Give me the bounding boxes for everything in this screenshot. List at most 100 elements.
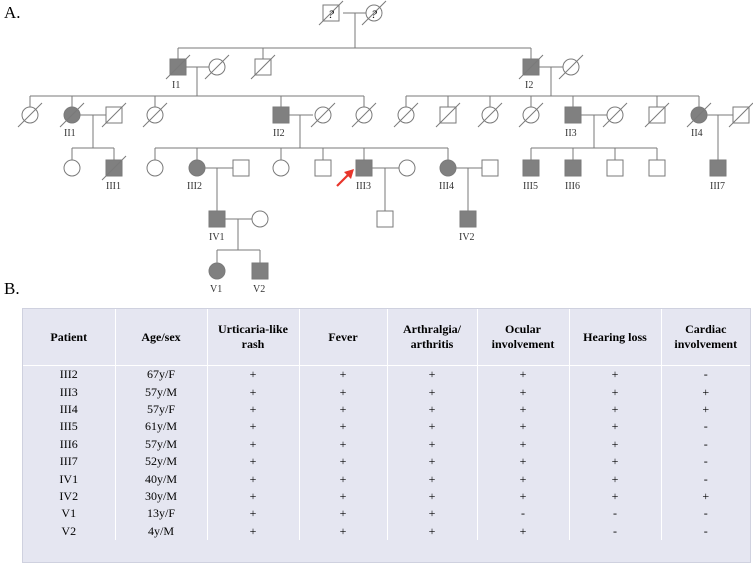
- table-cell: +: [207, 383, 300, 401]
- gen3-male-symbol: [606, 159, 624, 177]
- deceased-slash: [393, 102, 419, 128]
- III6-symbol: [564, 159, 582, 177]
- table-cell: III2: [23, 365, 116, 384]
- table-cell: +: [387, 383, 478, 401]
- spouse-III4-symbol: [481, 159, 499, 177]
- deceased-slash: [602, 102, 628, 128]
- gen4-male-symbol: [376, 210, 394, 228]
- table-cell: +: [299, 487, 388, 506]
- table-cell: +: [207, 470, 300, 488]
- table-cell: +: [702, 384, 710, 399]
- table-cell: 57y/M: [115, 383, 208, 401]
- clinical-table-panel: Patient Age/sex Urticaria-like rash Feve…: [22, 308, 751, 563]
- table-cell: 40y/M: [115, 470, 208, 488]
- label-III4: III4: [439, 181, 454, 192]
- table-cell: -: [703, 471, 708, 486]
- table-cell: +: [387, 505, 478, 523]
- panel-a-label: A.: [4, 3, 21, 22]
- table-cell: -: [569, 522, 662, 540]
- column-header: Hearing loss: [569, 309, 662, 366]
- gen3-female-symbol: [63, 159, 81, 177]
- III7-symbol: [709, 159, 727, 177]
- table-cell: -: [703, 454, 708, 469]
- label-III1: III1: [106, 181, 121, 192]
- label-I2: I2: [525, 80, 533, 91]
- table-cell: +: [477, 418, 570, 436]
- table-cell: IV2: [23, 487, 116, 506]
- deceased-slash: [17, 102, 43, 128]
- table-cell: +: [477, 435, 570, 453]
- table-cell: +: [299, 435, 388, 453]
- table-cell: -: [703, 523, 708, 538]
- table-cell: III5: [23, 418, 116, 436]
- table-cell: +: [477, 452, 570, 471]
- deceased-slash: [728, 102, 753, 128]
- gen3-female-symbol: [272, 159, 290, 177]
- table-cell: III6: [23, 435, 116, 453]
- deceased-slash: [142, 102, 168, 128]
- table-cell: +: [702, 488, 710, 503]
- label-IV2: IV2: [459, 232, 475, 243]
- deceased-slash: [686, 102, 712, 128]
- table-cell: 4y/M: [115, 522, 208, 540]
- table-header-row: Patient Age/sex Urticaria-like rash Feve…: [23, 309, 750, 366]
- table-cell: -: [703, 419, 708, 434]
- deceased-slash: [250, 54, 276, 80]
- V1-symbol: [208, 262, 226, 280]
- unknown-mark: ?: [328, 7, 334, 21]
- label-II3: II3: [565, 128, 577, 139]
- deceased-slash: [310, 102, 336, 128]
- column-header: Fever: [299, 309, 388, 366]
- deceased-slash: [518, 54, 544, 80]
- label-III2: III2: [187, 181, 202, 192]
- label-III3: III3: [356, 181, 371, 192]
- III5-symbol: [522, 159, 540, 177]
- table-cell: V2: [23, 522, 116, 540]
- deceased-slash: [101, 102, 127, 128]
- label-I1: I1: [172, 80, 180, 91]
- table-cell: +: [702, 401, 710, 416]
- deceased-slash: [644, 102, 670, 128]
- table-cell: +: [569, 487, 662, 506]
- table-cell: +: [569, 400, 662, 419]
- table-cell: III4: [23, 400, 116, 419]
- table-cell: 13y/F: [115, 505, 208, 523]
- table-cell: +: [299, 470, 388, 488]
- deceased-slash: [351, 102, 377, 128]
- table-cell: +: [299, 383, 388, 401]
- table-cell: +: [207, 435, 300, 453]
- table-cell: +: [477, 383, 570, 401]
- panel-b-label: B.: [4, 279, 20, 298]
- III2-symbol: [188, 159, 206, 177]
- table-cell: +: [569, 383, 662, 401]
- table-cell: +: [477, 400, 570, 419]
- unknown-mark: ?: [371, 7, 377, 21]
- table-cell: +: [299, 365, 388, 384]
- table-cell: +: [477, 522, 570, 540]
- proband-arrow: [336, 169, 354, 187]
- label-IV1: IV1: [209, 232, 225, 243]
- deceased-slash: [318, 0, 344, 26]
- table-cell: -: [703, 506, 708, 521]
- pedigree-symbols: [17, 0, 753, 280]
- label-V2: V2: [253, 284, 265, 295]
- table-cell: +: [569, 435, 662, 453]
- spouse-III2-symbol: [232, 159, 250, 177]
- label-III6: III6: [565, 181, 580, 192]
- table-cell: +: [299, 418, 388, 436]
- IV2-symbol: [459, 210, 477, 228]
- column-header: Urticaria-like rash: [207, 309, 300, 366]
- table-cell: +: [477, 470, 570, 488]
- table-cell: +: [207, 522, 300, 540]
- label-II4: II4: [691, 128, 703, 139]
- table-cell: 61y/M: [115, 418, 208, 436]
- table-cell: +: [387, 418, 478, 436]
- table-cell: -: [569, 505, 662, 523]
- deceased-slash: [165, 54, 191, 80]
- clinical-features-table: Patient Age/sex Urticaria-like rash Feve…: [23, 309, 750, 540]
- table-cell: +: [569, 452, 662, 471]
